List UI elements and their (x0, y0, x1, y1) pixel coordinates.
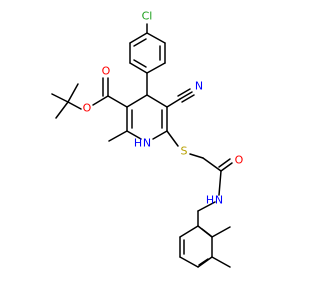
bond (67, 83, 79, 103)
atom-label-n-ring: N (143, 137, 151, 150)
bond (129, 32, 148, 44)
molecule-structure: Cl O O N N H S O N H (51, 10, 244, 268)
bond (181, 94, 195, 103)
bond (67, 101, 82, 110)
atom-label-h-amide: H (206, 194, 214, 207)
bond (152, 130, 168, 140)
bond (177, 88, 191, 97)
bond (197, 256, 213, 268)
bond (126, 94, 148, 108)
bond (51, 93, 69, 103)
atom-label-o-carbonyl: O (102, 65, 111, 78)
bond (133, 59, 147, 68)
atom-labels: Cl O O N N H S O N H (83, 10, 244, 207)
bond (201, 228, 212, 237)
bond (218, 170, 222, 196)
bond (146, 62, 166, 74)
bond (146, 32, 166, 44)
bond (179, 225, 199, 238)
atom-label-n-cyano: N (195, 80, 203, 93)
atom-label-cl: Cl (142, 10, 153, 23)
bond (108, 130, 128, 142)
bond-lines (51, 23, 233, 268)
bond (92, 95, 109, 106)
atom-label-o-amide: O (235, 154, 244, 167)
bond (107, 95, 128, 108)
atom-label-s: S (181, 145, 188, 158)
bond (197, 201, 216, 212)
bond (218, 158, 231, 168)
bond (211, 256, 231, 268)
bond (146, 94, 168, 108)
bond (211, 226, 231, 238)
atom-label-n-amide: N (215, 194, 223, 207)
atom-label-o-ester: O (83, 102, 92, 115)
bond (55, 101, 69, 119)
atom-label-h-ring: H (134, 137, 142, 150)
bond (166, 98, 181, 108)
bond (129, 62, 148, 74)
bond (166, 130, 179, 147)
bond (179, 256, 199, 268)
bond (202, 157, 222, 172)
bond (220, 162, 233, 172)
bond (198, 258, 209, 266)
bond (189, 153, 204, 159)
bond (126, 130, 142, 140)
bond (179, 91, 193, 100)
bond (133, 38, 147, 47)
